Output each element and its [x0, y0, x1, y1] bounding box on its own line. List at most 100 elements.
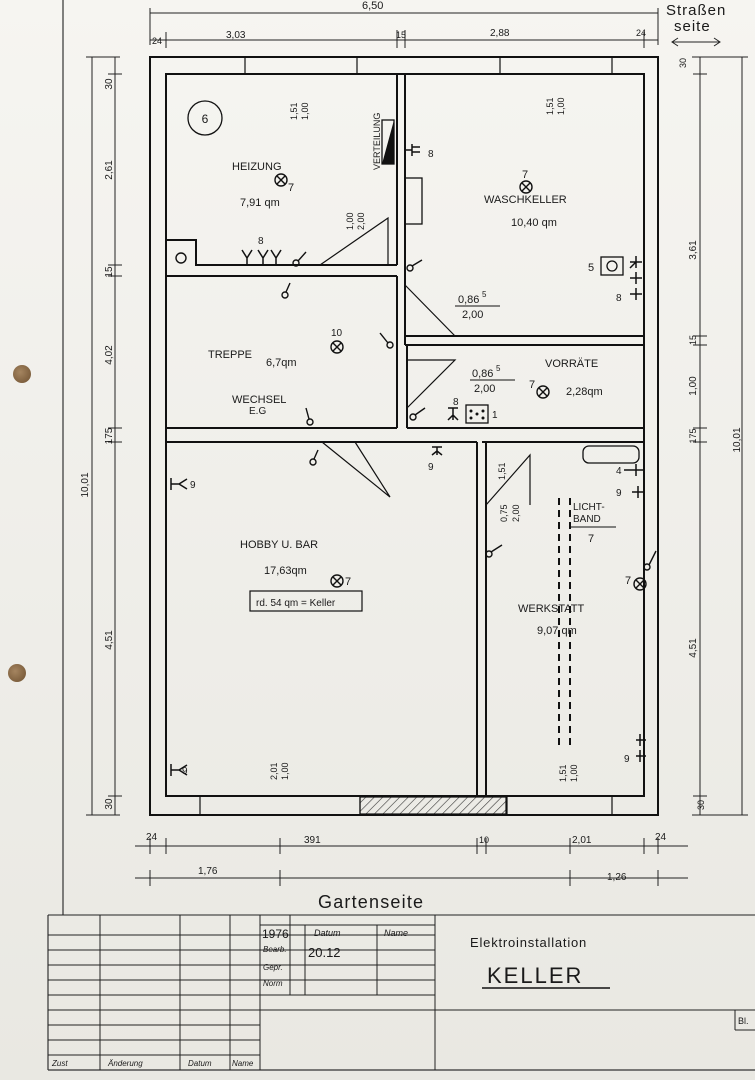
dim-left-15: 15	[104, 266, 115, 278]
socket-icon	[270, 249, 282, 265]
socket-num: 8	[258, 236, 264, 247]
title-bearb-label: Bearb.	[263, 945, 287, 954]
room-heizung-area: 7,91 qm	[240, 197, 280, 209]
door-werk-200: 2,00	[511, 504, 521, 522]
win-hobby-100: 1,00	[280, 762, 290, 780]
door-heizung-100: 1,00	[345, 212, 355, 230]
washer-icon	[606, 260, 618, 272]
switch-icon	[309, 449, 319, 466]
lichtband-label-2: BAND	[573, 514, 601, 525]
socket-icon	[406, 144, 420, 156]
light-well-hatch	[359, 796, 507, 815]
dim-right-100: 1,00	[688, 376, 699, 396]
title-main: KELLER	[487, 963, 583, 988]
total-area-note: rd. 54 qm = Keller	[256, 598, 336, 609]
dim-top-right-room: 2,88	[490, 28, 510, 39]
door-wasch-height: 2,00	[462, 309, 483, 321]
chimney	[404, 177, 423, 225]
light-icon	[633, 577, 647, 591]
socket-icon	[624, 464, 644, 476]
punch-hole	[8, 664, 26, 682]
meter-dots-icon	[469, 409, 485, 420]
dim-bottom-126: 1,26	[607, 872, 627, 883]
light-icon	[536, 385, 550, 399]
switch-icons	[175, 251, 657, 571]
socket-num: 9	[190, 480, 196, 491]
socket-num: 9	[616, 488, 622, 499]
door-wasch-width: 0,86	[458, 294, 479, 306]
dim-overall-width: 6,50	[362, 0, 383, 12]
dim-left-402: 4,02	[104, 345, 115, 365]
door-heizung-200: 2,00	[356, 212, 366, 230]
socket-icons	[170, 144, 646, 776]
sheet-label: Bl.	[738, 1016, 749, 1026]
room-wechsel-line1: WECHSEL	[232, 394, 286, 406]
punch-hole	[13, 365, 31, 383]
dim-left-1001: 10,01	[80, 472, 91, 497]
ceiling-light-icons	[274, 173, 647, 591]
door-werk-075: 0,75	[499, 504, 509, 522]
room-hobby-name: HOBBY U. BAR	[240, 539, 318, 551]
sheet-number-circle	[187, 100, 223, 136]
street-side-line1: Straßen	[666, 2, 726, 19]
switch-icon	[281, 282, 291, 299]
title-bearb-date: 20.12	[308, 945, 341, 960]
light-band-lines	[558, 498, 571, 745]
light-icon	[274, 173, 288, 187]
lichtband-label-1: LICHT-	[573, 502, 605, 513]
light-num: 7	[288, 182, 294, 194]
title-subject: Elektroinstallation	[470, 935, 587, 950]
room-werkstatt-area: 9,07 qm	[537, 625, 577, 637]
room-vorrate-area: 2,28qm	[566, 386, 603, 398]
door-swings	[319, 216, 531, 506]
interior-walls	[166, 74, 644, 796]
light-num: 7	[625, 575, 631, 587]
socket-icon	[257, 249, 269, 265]
dim-bottom-391: 391	[304, 835, 321, 846]
sheet-frame	[47, 0, 755, 1071]
dim-top-left-wall: 24	[152, 36, 162, 46]
lichtband-number: 7	[588, 533, 594, 545]
switch-icon	[485, 544, 503, 558]
dim-left-451: 4,51	[104, 630, 115, 650]
switch-icon	[409, 407, 426, 421]
socket-num: 4	[616, 466, 622, 477]
room-treppe-area: 6,7qm	[266, 357, 297, 369]
verteilung-label: VERTEILUNG	[372, 113, 382, 170]
title-block-grid	[48, 914, 755, 1070]
light-num: 7	[522, 169, 528, 181]
distribution-board-fill	[382, 120, 394, 164]
socket-icon	[170, 764, 188, 776]
win-werk2-100: 1,00	[569, 764, 579, 782]
room-waschkeller-area: 10,40 qm	[511, 217, 557, 229]
rev-datum-label: Datum	[188, 1059, 212, 1068]
meter-box	[465, 404, 489, 424]
socket-num: 8	[616, 293, 622, 304]
dim-top-mid-wall: 15	[396, 30, 406, 40]
title-name-label: Name	[384, 928, 408, 938]
socket-icon	[447, 407, 459, 421]
win-werk-151: 1,51	[497, 462, 507, 480]
win-hobby-201: 2,01	[269, 762, 279, 780]
dim-left-30-top: 30	[104, 78, 115, 90]
dim-bottom-10: 10	[479, 835, 489, 845]
socket-icon	[629, 256, 642, 269]
room-wechsel-line2: E.G	[249, 406, 266, 417]
title-year: 1976	[262, 927, 289, 941]
win-heizung-100: 1,00	[300, 102, 310, 120]
dim-bottom-24-right: 24	[655, 832, 667, 843]
socket-icon	[630, 288, 642, 300]
win-wasch-151: 1,51	[545, 97, 555, 115]
switch-icon	[175, 252, 187, 264]
basin	[582, 445, 640, 464]
win-wasch-100: 1,00	[556, 97, 566, 115]
dim-right-175: 175	[688, 428, 698, 443]
dim-right-1001: 10,01	[732, 427, 743, 452]
light-num: 10	[331, 328, 343, 339]
dim-bottom-201: 2,01	[572, 835, 592, 846]
switch-icon	[643, 550, 657, 571]
switch-icon	[305, 407, 314, 426]
win-werk2-151: 1,51	[558, 764, 568, 782]
